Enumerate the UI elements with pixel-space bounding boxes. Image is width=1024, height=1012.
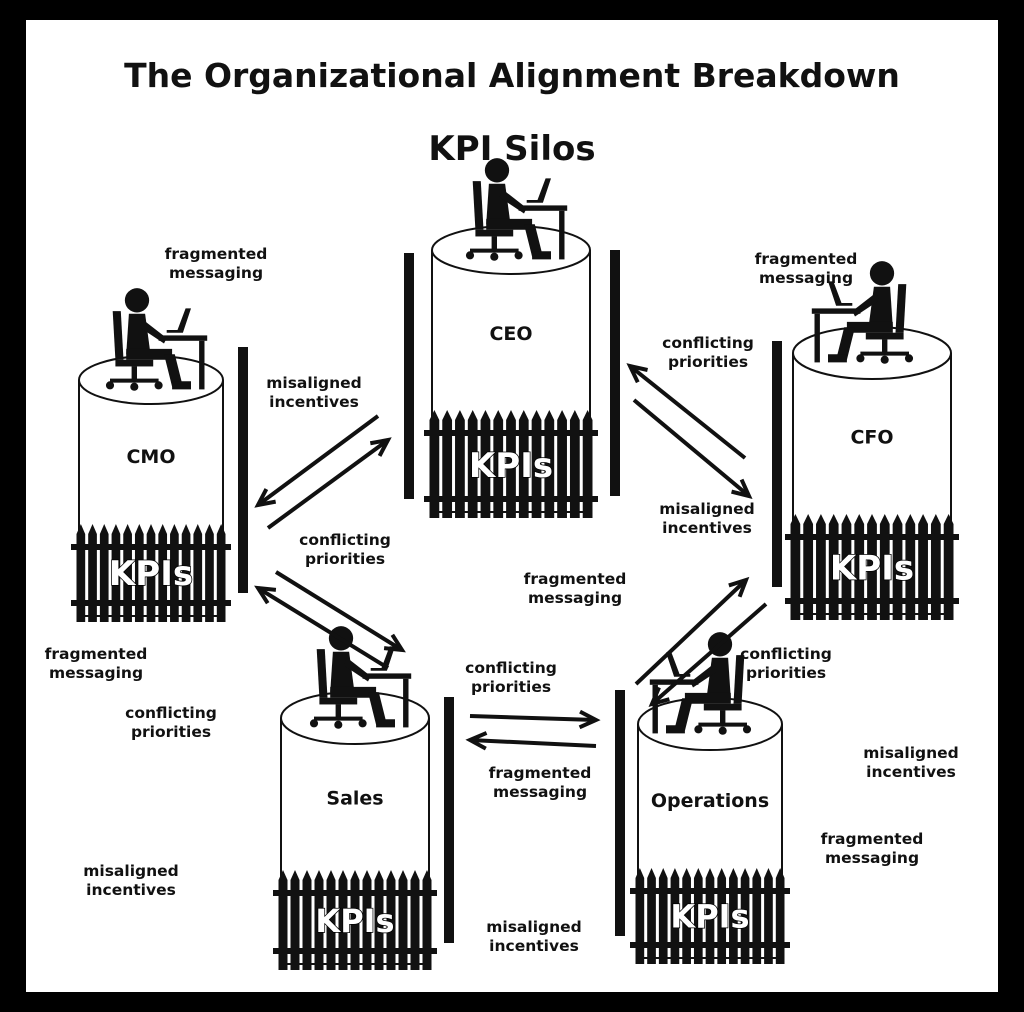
kpis-badge: KPIs	[469, 446, 553, 486]
role-label-sales: Sales	[326, 787, 383, 809]
kpi-fence	[273, 870, 437, 970]
silo-cfo: CFO KPIs	[785, 261, 959, 620]
arrow	[634, 576, 750, 686]
page-subtitle: KPI Silos	[428, 129, 595, 169]
arrow-group	[254, 363, 768, 751]
silo-nodes: CEOKPIsCMOKPIsCFOKPIsSalesKPIsOperations…	[71, 158, 959, 970]
kpis-badge: KPIs	[830, 549, 914, 589]
silo-cmo: CMO KPIs	[71, 288, 231, 622]
silo-wall	[238, 347, 248, 593]
arrow	[254, 414, 380, 508]
silo-wall	[444, 697, 454, 943]
arrow	[626, 363, 747, 460]
silo-wall	[404, 253, 414, 499]
role-label-cmo: CMO	[126, 446, 175, 468]
kpis-badge: KPIs	[315, 902, 394, 940]
arrow	[465, 731, 597, 751]
role-label-operations: Operations	[651, 790, 769, 812]
role-label-cfo: CFO	[850, 426, 893, 448]
kpi-fence	[71, 524, 231, 622]
kpi-fence	[630, 868, 790, 964]
silo-wall	[772, 341, 782, 587]
silo-wall	[610, 250, 620, 496]
arrow	[254, 585, 390, 670]
kpis-badge: KPIs	[109, 554, 193, 594]
kpi-fence	[424, 410, 598, 518]
arrow	[266, 437, 392, 530]
silo-wall	[615, 690, 625, 936]
silo-ceo: CEO KPIs	[424, 158, 598, 518]
arrow	[648, 602, 768, 708]
arrow	[632, 398, 753, 499]
arrow	[274, 570, 406, 653]
arrow	[469, 709, 601, 730]
role-label-ceo: CEO	[489, 323, 532, 345]
kpis-badge: KPIs	[670, 898, 749, 936]
page-title: The Organizational Alignment Breakdown	[124, 56, 900, 95]
kpi-fence	[785, 514, 959, 620]
